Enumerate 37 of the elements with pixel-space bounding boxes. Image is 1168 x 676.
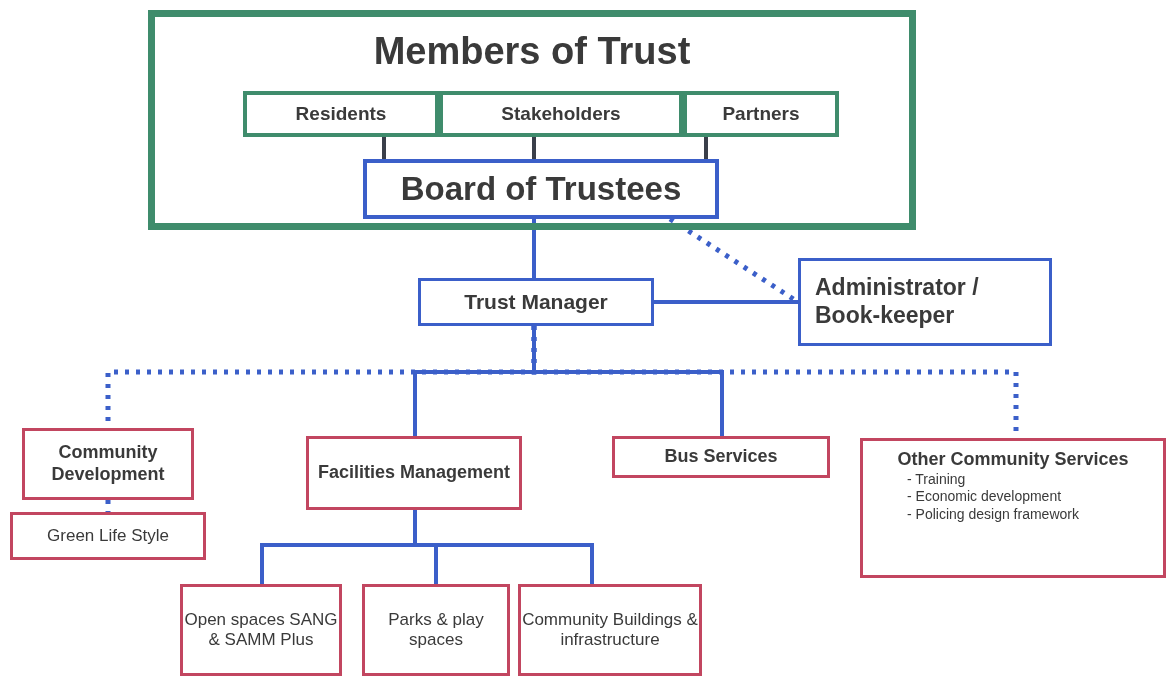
node-label: Community Buildings & infrastructure [521,609,699,651]
node-label: Bus Services [664,446,778,468]
connector-line [382,137,386,159]
service-box [518,584,702,676]
node-label: Partners [722,102,800,126]
service-box [10,512,206,560]
role-box [798,258,1052,346]
board-box [363,159,719,219]
connector-line [704,137,708,159]
node-label: Open spaces SANG & SAMM Plus [183,609,339,651]
node-label: Parks & play spaces [387,609,485,651]
node-label: Facilities Management [317,462,511,484]
node-label: Board of Trustees [400,169,682,209]
connector-line [654,300,798,304]
node-label: Community Development [50,442,166,486]
service-box [180,584,342,676]
connector-line [532,219,536,278]
department-box [306,436,522,510]
list-item: - Economic development [907,488,1062,506]
node-label: Administrator / Book-keeper [815,274,980,330]
list-item: - Training [907,470,966,489]
department-box [22,428,194,500]
node-label: Other Community Services [897,449,1129,471]
service-box [362,584,510,676]
node-label: Green Life Style [47,525,169,547]
member-box [243,91,439,137]
list-item: - Policing design framework [907,505,1079,524]
node-label: Stakeholders [501,102,621,126]
node-label: Residents [295,102,387,126]
member-box [683,91,839,137]
connector-line [532,137,536,159]
role-box [418,278,654,326]
group-panel [148,10,916,230]
department-box [860,438,1166,578]
node-label: Trust Manager [464,289,608,315]
node-label: Members of Trust [373,29,691,74]
department-box [612,436,830,478]
